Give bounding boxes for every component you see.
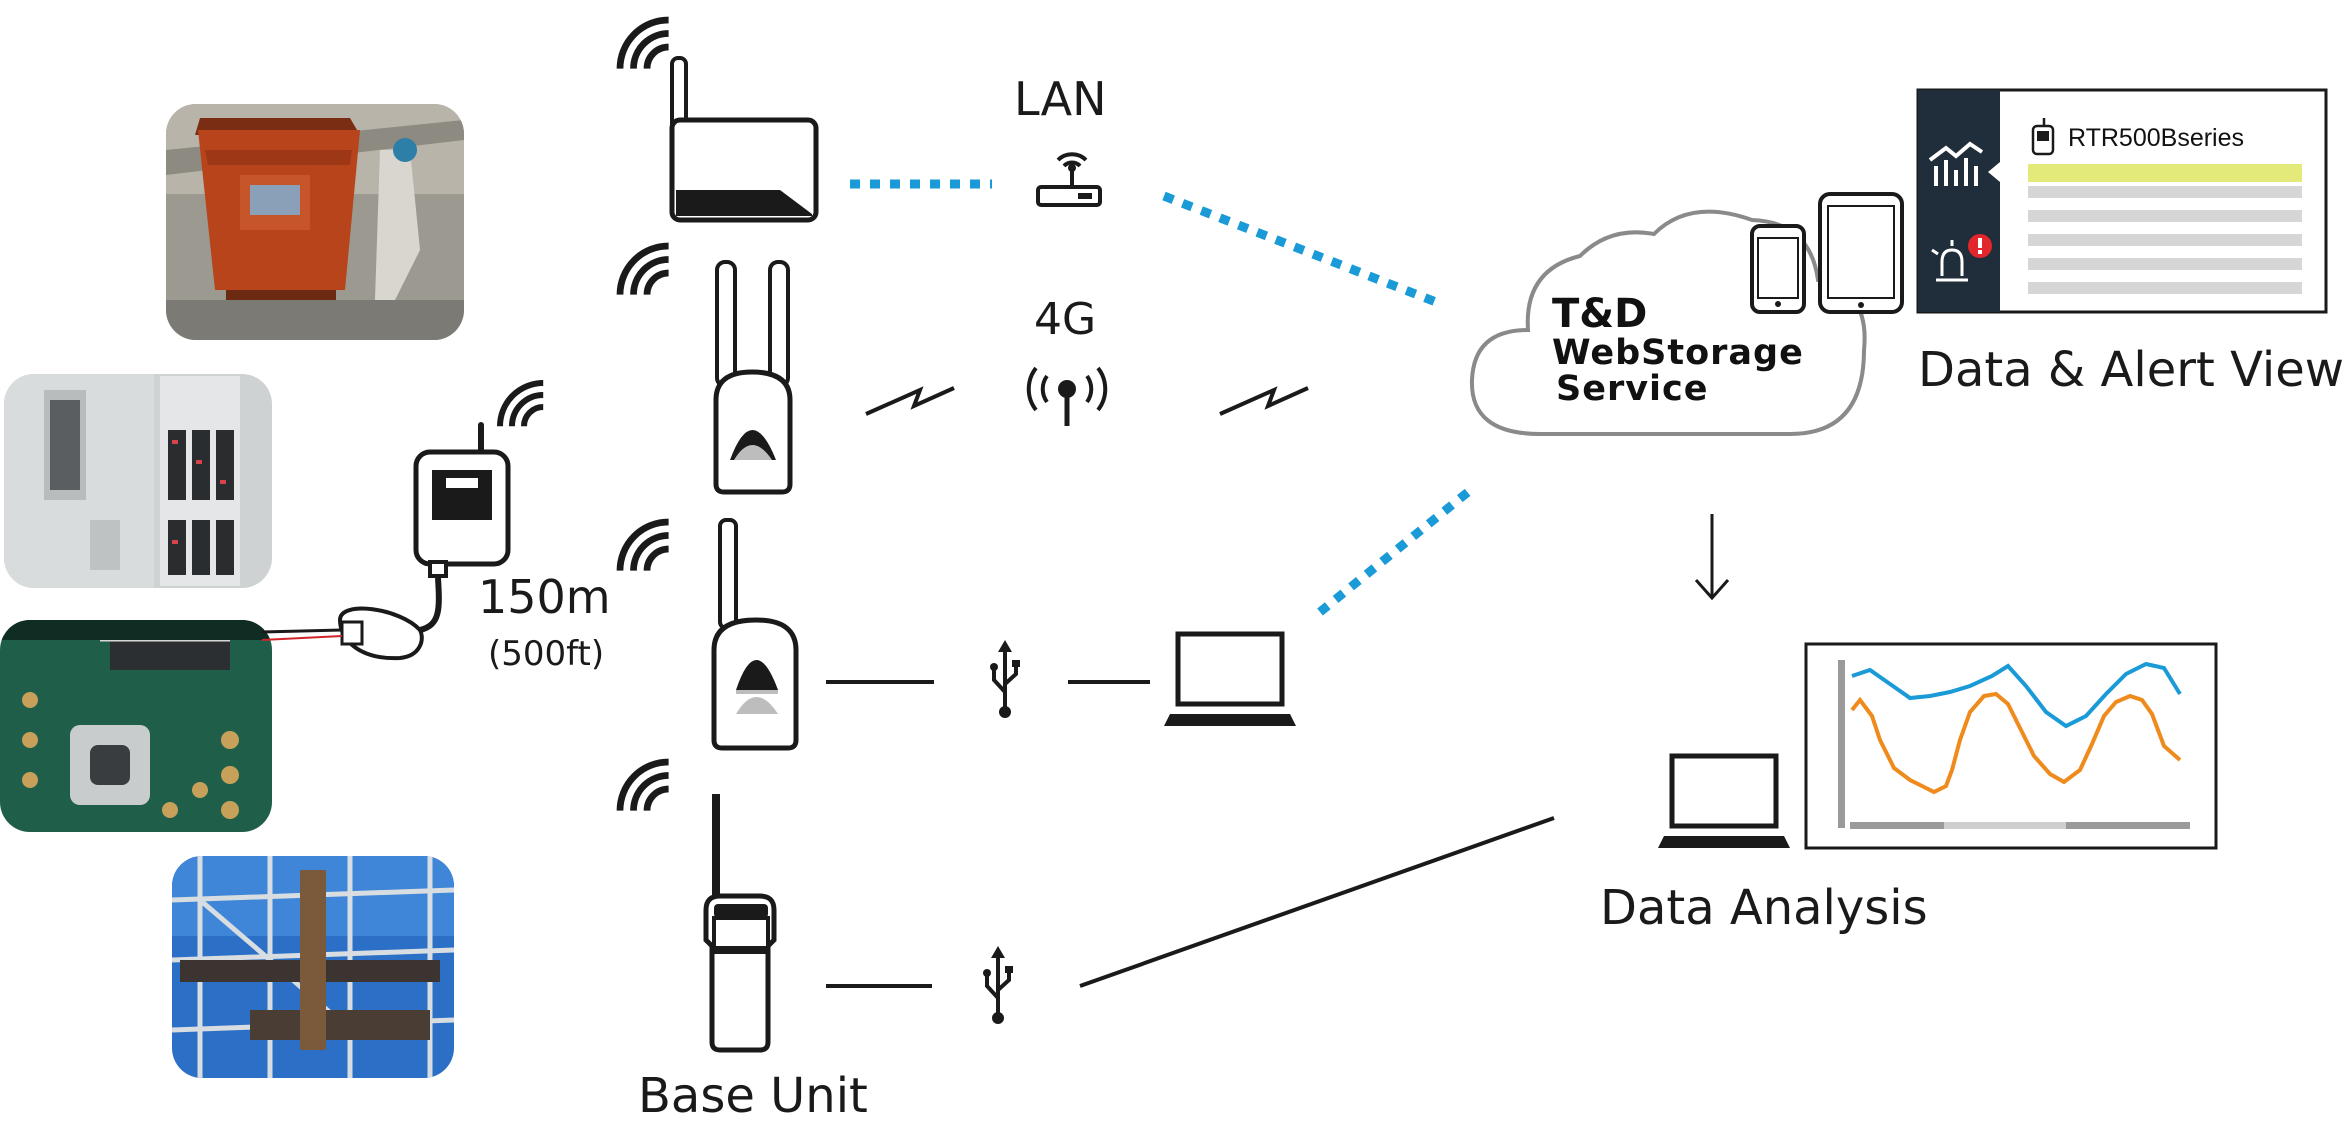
- analysis-laptop-icon: [1658, 756, 1790, 848]
- chart-line-blue: [1851, 661, 2182, 729]
- cloud-line-3: Service: [1556, 369, 1709, 409]
- link-handheld-analysis: [1079, 816, 1555, 988]
- alarm-icon: [1931, 234, 1992, 282]
- alert-view-panel: [1916, 88, 2328, 314]
- base-unit-usb: [620, 518, 799, 751]
- logger-small-icon: [2031, 118, 2055, 156]
- base-unit-handheld: [620, 762, 777, 1053]
- lan-label: LAN: [1014, 72, 1107, 126]
- laptop-icon: [1164, 634, 1296, 726]
- photo-server-cabinet: [4, 374, 272, 588]
- base-unit-label: Base Unit: [638, 1068, 868, 1124]
- alert-panel-series-title: RTR500Bseries: [2068, 124, 2245, 152]
- cloud-line-1: T&D: [1552, 291, 1648, 337]
- data-alert-view-label: Data & Alert View: [1918, 342, 2344, 398]
- cell-tower-icon: [1026, 366, 1108, 426]
- base-unit-lan: [620, 20, 819, 223]
- smartphone-icon: [1750, 224, 1806, 314]
- distance-label: 150m: [478, 570, 611, 624]
- photo-circuit-board: [0, 620, 272, 832]
- router-icon: [1036, 152, 1102, 207]
- photo-concrete-bucket: [166, 104, 464, 340]
- lan-dotted-link-2: [1162, 191, 1438, 307]
- cloud-line-2: WebStorage: [1552, 333, 1804, 373]
- wireless-zigzag-2: [1219, 386, 1309, 416]
- wireless-zigzag-1: [865, 386, 955, 416]
- tablet-icon: [1818, 192, 1904, 314]
- fourg-label: 4G: [1034, 294, 1097, 345]
- dotted-link-laptop-cloud: [1317, 488, 1471, 616]
- down-arrow: [1694, 514, 1730, 601]
- base-unit-4g: [620, 246, 793, 495]
- data-analysis-label: Data Analysis: [1600, 880, 1928, 936]
- distance-ft-label: (500ft): [488, 634, 605, 674]
- usb-icon-2: [981, 944, 1015, 1026]
- chart-icon: [1928, 141, 1984, 186]
- analysis-chart-panel: [1804, 642, 2218, 850]
- data-rows: [2028, 164, 2302, 294]
- data-logger-transmitter: [261, 383, 543, 661]
- chart-line-orange: [1850, 691, 2182, 795]
- photo-scaffolding: [172, 856, 454, 1078]
- usb-icon: [988, 638, 1022, 720]
